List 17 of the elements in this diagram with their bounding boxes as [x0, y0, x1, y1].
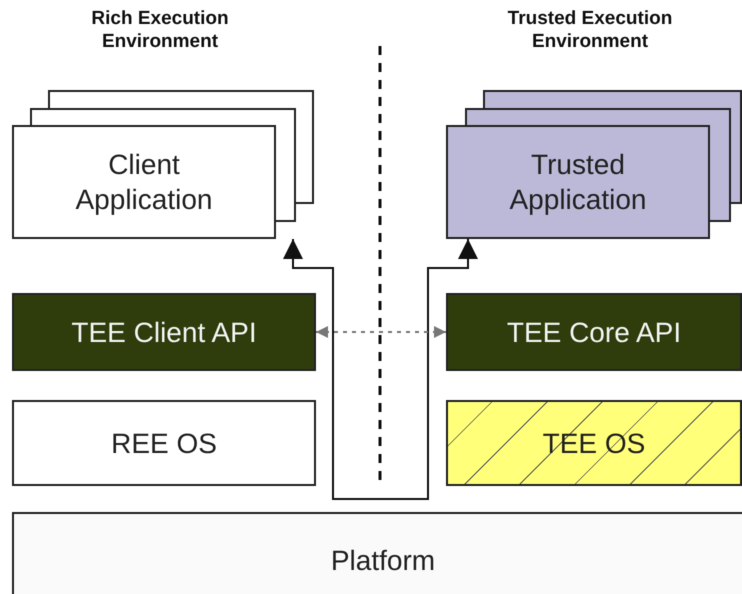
platform-box — [12, 512, 742, 594]
arrow — [316, 326, 446, 338]
application-box — [12, 125, 276, 239]
section-title: Rich Execution Environment — [90, 8, 230, 54]
box-label: TEE Core API — [506, 316, 682, 350]
os-box — [446, 400, 742, 486]
os-box — [12, 400, 316, 486]
box-label: Client Application — [74, 148, 214, 217]
api-box — [446, 293, 742, 371]
arrow — [283, 239, 478, 500]
application-box — [446, 125, 710, 239]
box-label: TEE Client API — [71, 316, 257, 350]
box-label: Platform — [330, 544, 436, 578]
box-label: Trusted Application — [508, 148, 648, 217]
box-label: REE OS — [111, 426, 217, 460]
section-title: Trusted Execution Environment — [506, 8, 674, 54]
api-box — [12, 293, 316, 371]
